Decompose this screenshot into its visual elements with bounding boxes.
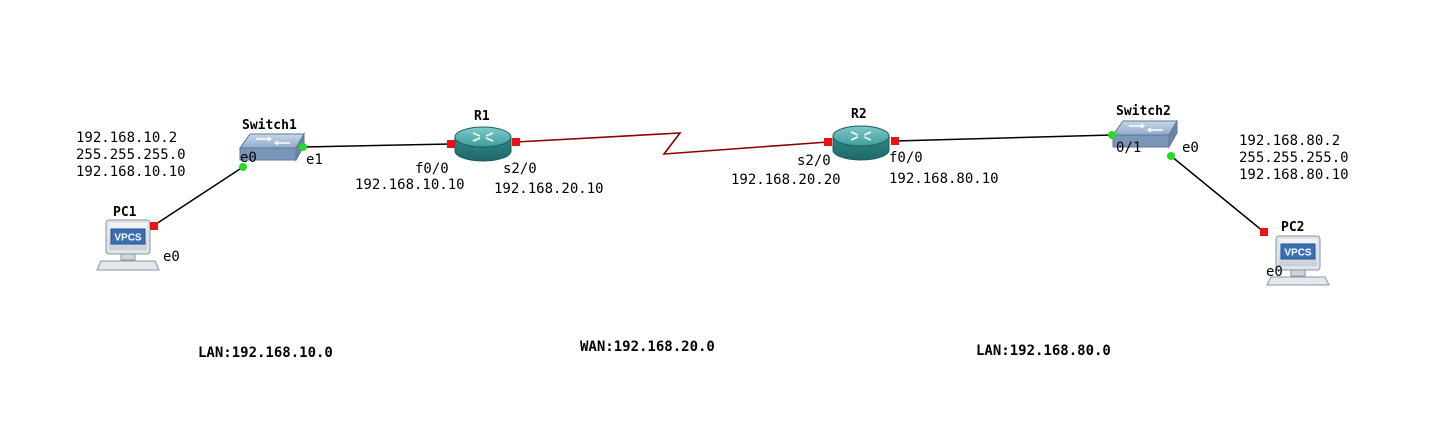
pc1-port-label: e0 (163, 249, 180, 265)
link-switch2-pc2[interactable] (1170, 155, 1265, 233)
switch1-port-b-label: e1 (306, 152, 323, 168)
switch1-port-a-label: e0 (240, 150, 257, 166)
switch2-icon[interactable] (1112, 119, 1178, 149)
port-indicator-switch2-e0 (1167, 152, 1175, 160)
switch2-port-b-label: e0 (1182, 140, 1199, 156)
pc2-name: PC2 (1281, 220, 1305, 235)
pc2-gateway: 192.168.80.10 (1239, 167, 1349, 183)
r1-s2-ip: 192.168.20.10 (494, 181, 604, 197)
switch2-name: Switch2 (1116, 104, 1171, 119)
r1-port-b-label: s2/0 (503, 161, 537, 177)
link-r2-switch2[interactable] (894, 134, 1113, 142)
port-indicator-pc2-e0 (1260, 228, 1268, 236)
link-r1-r2-serial[interactable] (515, 132, 829, 155)
router-r1-icon[interactable] (454, 126, 512, 162)
r2-port-a-label: s2/0 (797, 153, 831, 169)
pc1-icon[interactable]: VPCS (96, 219, 160, 271)
pc1-name: PC1 (113, 205, 137, 220)
network-label-lan1: LAN:192.168.10.0 (198, 345, 333, 361)
r2-s2-ip: 192.168.20.20 (731, 172, 841, 188)
network-label-wan: WAN:192.168.20.0 (580, 339, 715, 355)
pc1-address-block: 192.168.10.2 255.255.255.0 192.168.10.10 (76, 130, 186, 181)
pc1-ip: 192.168.10.2 (76, 130, 178, 146)
router-r2-icon[interactable] (832, 125, 890, 161)
r1-f0-ip: 192.168.10.10 (355, 177, 465, 193)
pc2-mask: 255.255.255.0 (1239, 150, 1349, 166)
link-switch1-r1[interactable] (302, 143, 452, 148)
port-indicator-switch2-01 (1108, 131, 1116, 139)
pc2-port-label: e0 (1266, 264, 1283, 280)
pc2-icon[interactable]: VPCS (1266, 235, 1330, 286)
pc1-gateway: 192.168.10.10 (76, 164, 186, 180)
router-r2-name: R2 (851, 107, 867, 122)
link-pc1-switch1[interactable] (152, 166, 244, 227)
port-indicator-pc1-e0 (150, 222, 158, 230)
r2-port-b-label: f0/0 (889, 150, 923, 166)
network-label-lan2: LAN:192.168.80.0 (976, 343, 1111, 359)
port-indicator-r1-s2 (512, 138, 520, 146)
r1-port-a-label: f0/0 (415, 161, 449, 177)
port-indicator-switch1-e0 (239, 163, 247, 171)
r2-f0-ip: 192.168.80.10 (889, 171, 999, 187)
switch1-name: Switch1 (242, 118, 297, 133)
pc2-address-block: 192.168.80.2 255.255.255.0 192.168.80.10 (1239, 133, 1349, 184)
switch2-port-a-label: 0/1 (1116, 140, 1142, 156)
pc2-badge: VPCS (1284, 248, 1312, 259)
pc1-mask: 255.255.255.0 (76, 147, 186, 163)
port-indicator-r2-f0 (891, 137, 899, 145)
pc2-ip: 192.168.80.2 (1239, 133, 1341, 149)
router-r1-name: R1 (474, 109, 490, 124)
pc1-badge: VPCS (114, 233, 142, 244)
port-indicator-r2-s2 (824, 138, 832, 146)
port-indicator-switch1-e1 (299, 143, 307, 151)
port-indicator-r1-f0 (447, 140, 455, 148)
